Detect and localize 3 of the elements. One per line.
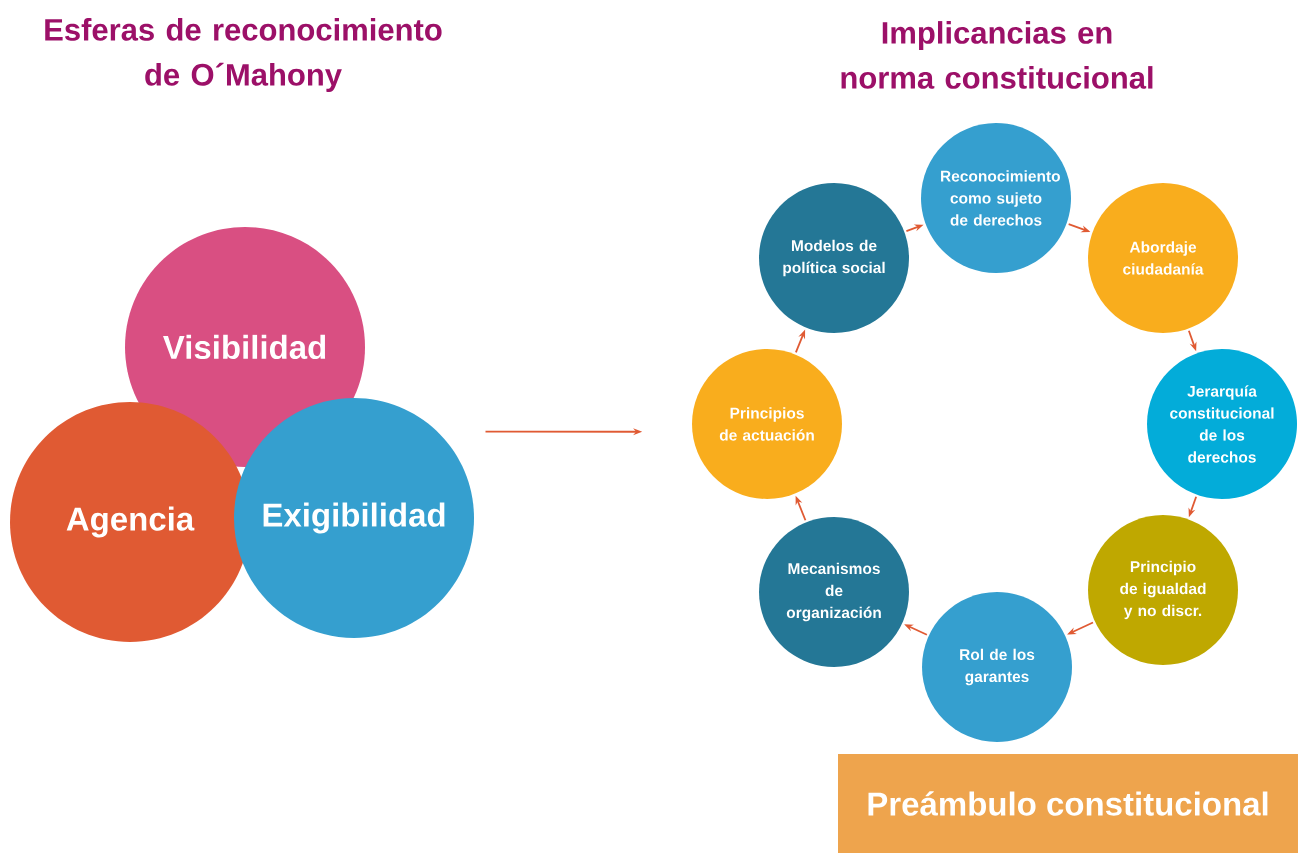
- banner-box: Preámbulo constitucional: [838, 754, 1298, 853]
- heading: Esferas de reconocimiento de O´Mahony: [45, 18, 442, 92]
- heading: Implicancias en norma constitucional: [841, 21, 1153, 89]
